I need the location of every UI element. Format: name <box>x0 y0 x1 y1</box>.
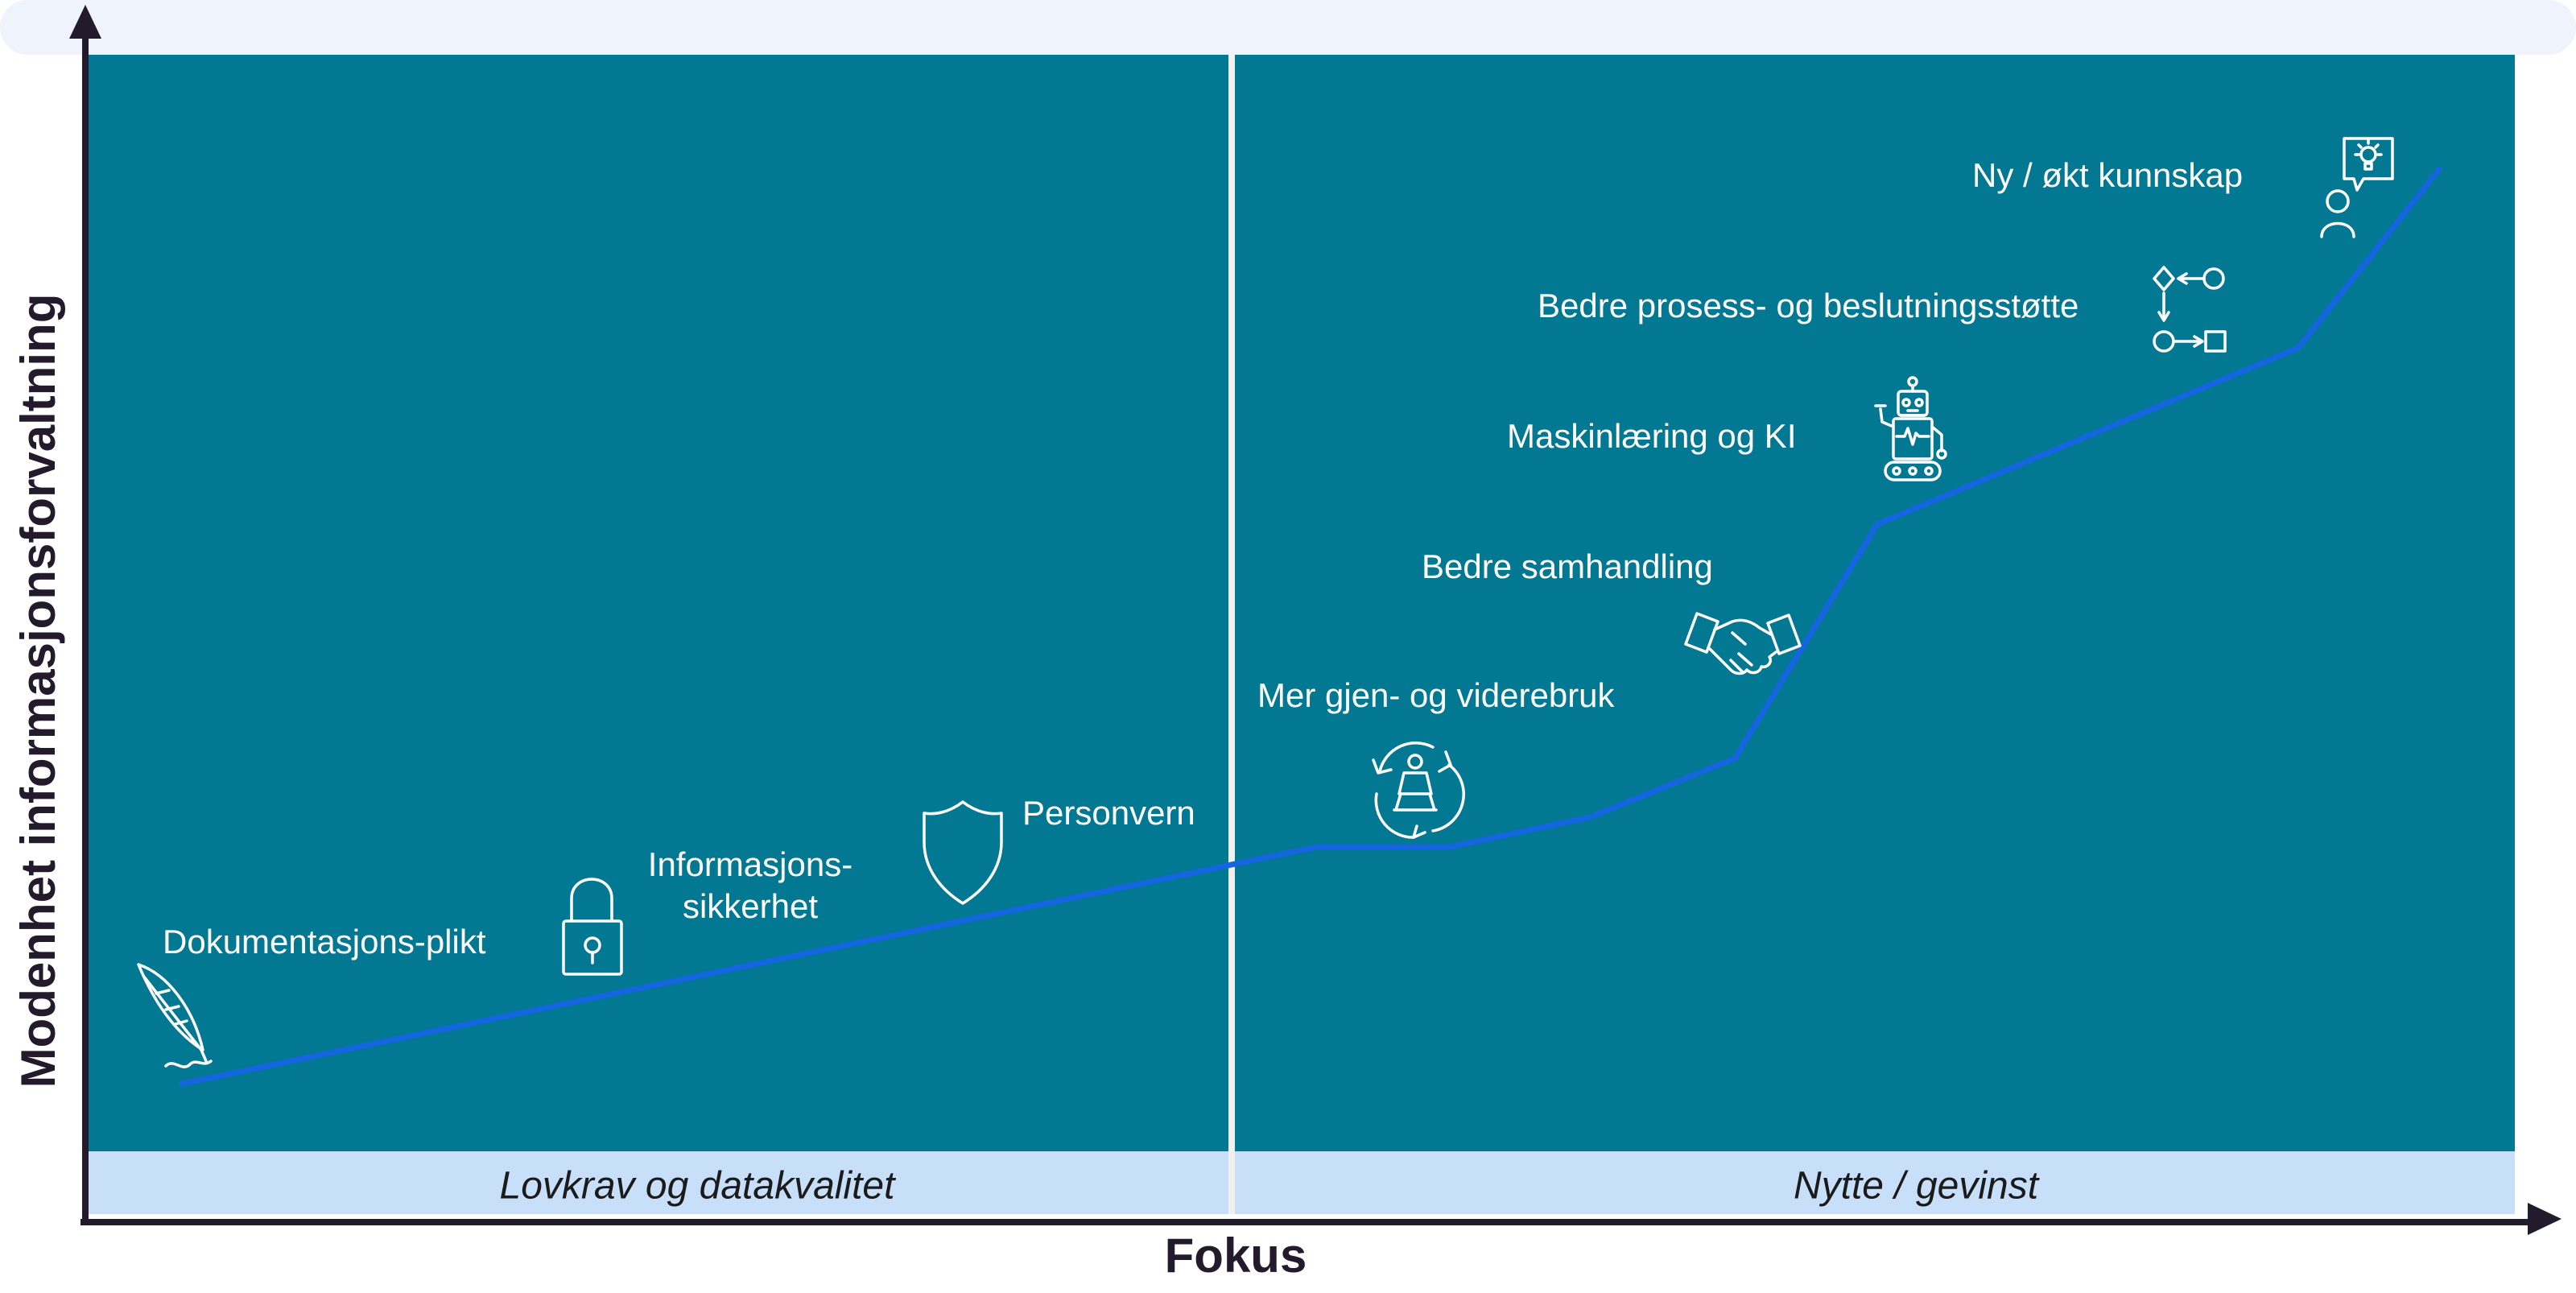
milestone-label-security-1: Informasjons- <box>648 845 852 883</box>
left-band <box>85 1151 1228 1214</box>
maturity-curve <box>179 166 2442 1087</box>
left-panel <box>85 55 1228 1151</box>
shield-icon <box>923 800 1003 905</box>
recycle-person-icon <box>1372 742 1465 839</box>
person-idea-icon <box>2320 137 2394 238</box>
band-label-right: Nytte / gevinst <box>1794 1165 2040 1208</box>
section-divider <box>1228 55 1235 1214</box>
milestone-label-knowledge: Ny / økt kunnskap <box>1972 156 2243 194</box>
milestone-label-reuse: Mer gjen- og viderebruk <box>1257 676 1616 714</box>
milestone-label-ml: Maskinlæring og KI <box>1507 417 1796 455</box>
handshake-icon <box>1684 612 1802 675</box>
milestone-label-security-2: sikkerhet <box>683 887 818 925</box>
milestone-label-privacy: Personvern <box>1022 794 1195 832</box>
milestone-label-documentation: Dokumentasjons-plikt <box>163 923 486 960</box>
top-banner <box>0 0 2576 55</box>
right-panel <box>1235 55 2515 1151</box>
x-axis-arrow <box>2528 1203 2562 1235</box>
robot-icon <box>1874 376 1947 481</box>
y-axis-label: Modenhet informasjonsforvaltning <box>11 294 65 1089</box>
right-band <box>1235 1151 2515 1214</box>
quill-pen-icon <box>137 963 213 1068</box>
x-axis-label: Fokus <box>1165 1229 1307 1283</box>
band-label-left: Lovkrav og datakvalitet <box>500 1165 897 1208</box>
y-axis-arrow <box>69 5 101 39</box>
milestone-label-process: Bedre prosess- og beslutningsstøtte <box>1538 287 2079 324</box>
process-flow-icon <box>2153 266 2227 353</box>
milestone-label-collaboration: Bedre samhandling <box>1422 547 1713 585</box>
padlock-icon <box>562 878 623 976</box>
